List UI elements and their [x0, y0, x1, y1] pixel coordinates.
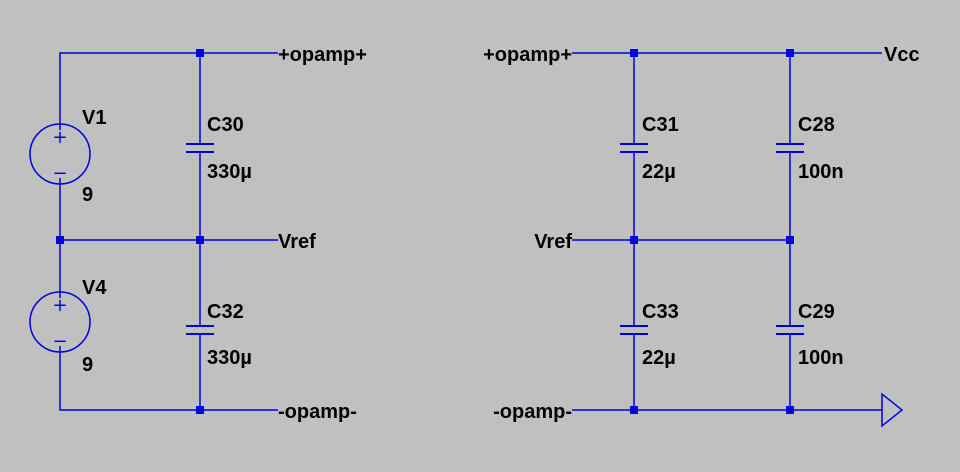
- minus-sign-icon: −: [52, 163, 67, 184]
- plus-sign-icon: +: [52, 127, 67, 148]
- capacitor-value-c29: 100n: [798, 347, 844, 369]
- capacitor-c33[interactable]: [620, 325, 648, 335]
- junction-node: [630, 236, 638, 244]
- net-label-opamp-neg-left: -opamp-: [278, 401, 357, 423]
- capacitor-value-c28: 100n: [798, 161, 844, 183]
- net-label-opamp-pos-right: +opamp+: [483, 44, 572, 66]
- source-name-v1: V1: [82, 107, 106, 129]
- capacitor-c31[interactable]: [620, 143, 648, 153]
- wire-top-left: [59, 52, 278, 130]
- junction-node: [56, 236, 64, 244]
- capacitor-value-c33: 22µ: [642, 347, 676, 369]
- capacitor-c28[interactable]: [776, 143, 804, 153]
- capacitor-c30[interactable]: [186, 143, 214, 153]
- wire-bottom-left: [59, 346, 278, 411]
- junction-node: [196, 406, 204, 414]
- capacitor-name-c31: C31: [642, 114, 679, 136]
- net-label-vref-left: Vref: [278, 231, 316, 253]
- capacitor-value-c31: 22µ: [642, 161, 676, 183]
- capacitor-name-c29: C29: [798, 301, 835, 323]
- capacitor-name-c30: C30: [207, 114, 244, 136]
- capacitor-name-c33: C33: [642, 301, 679, 323]
- right-circuit: C31 22µ C33 22µ C28 100n C29 100n +opamp…: [483, 44, 920, 428]
- junction-node: [786, 406, 794, 414]
- capacitor-value-c30: 330µ: [207, 161, 252, 183]
- capacitor-name-c32: C32: [207, 301, 244, 323]
- plus-sign-icon: +: [52, 295, 67, 316]
- net-label-vcc: Vcc: [884, 44, 920, 66]
- port-arrow-icon: [881, 392, 904, 428]
- capacitor-value-c32: 330µ: [207, 347, 252, 369]
- net-label-opamp-pos-left: +opamp+: [278, 44, 367, 66]
- voltage-source-v1[interactable]: + −: [29, 123, 91, 185]
- capacitor-c32[interactable]: [186, 325, 214, 335]
- source-value-v1: 9: [82, 184, 93, 206]
- junction-node: [196, 49, 204, 57]
- source-value-v4: 9: [82, 354, 93, 376]
- left-circuit: + − V1 9 + − V4 9 C30 330µ C32 330µ +opa: [29, 44, 367, 423]
- junction-node: [630, 49, 638, 57]
- net-label-opamp-neg-right: -opamp-: [493, 401, 572, 423]
- capacitor-c29[interactable]: [776, 325, 804, 335]
- minus-sign-icon: −: [52, 331, 67, 352]
- source-name-v4: V4: [82, 277, 107, 299]
- junction-node: [630, 406, 638, 414]
- voltage-source-v4[interactable]: + −: [29, 291, 91, 353]
- junction-node: [786, 49, 794, 57]
- junction-node: [196, 236, 204, 244]
- net-label-vref-right: Vref: [534, 231, 572, 253]
- junction-node: [786, 236, 794, 244]
- capacitor-name-c28: C28: [798, 114, 835, 136]
